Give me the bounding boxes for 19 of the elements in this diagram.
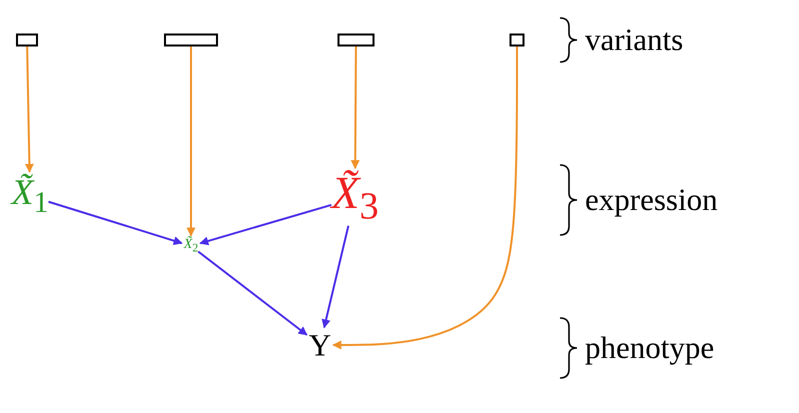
- arrow: [199, 204, 332, 246]
- arrow: [48, 200, 183, 246]
- arrow: [322, 226, 350, 328]
- variable-label: X̃$_{3}$: [331, 170, 379, 226]
- variant-box: [510, 34, 524, 46]
- arrow: [24, 46, 34, 173]
- variable-label: X̃$_{2}$: [184, 238, 198, 254]
- variant-box: [16, 34, 38, 46]
- arrow: [186, 46, 196, 237]
- variable-label: X̃$_{1}$: [12, 174, 48, 218]
- level-label: expression: [585, 182, 718, 218]
- level-label: phenotype: [585, 330, 714, 366]
- variant-box: [338, 34, 374, 46]
- variant-box: [164, 34, 218, 46]
- arrow: [332, 46, 518, 350]
- arrow: [198, 250, 308, 336]
- level-label: variants: [585, 22, 684, 58]
- variable-label: Y: [308, 330, 332, 360]
- arrow: [350, 46, 360, 170]
